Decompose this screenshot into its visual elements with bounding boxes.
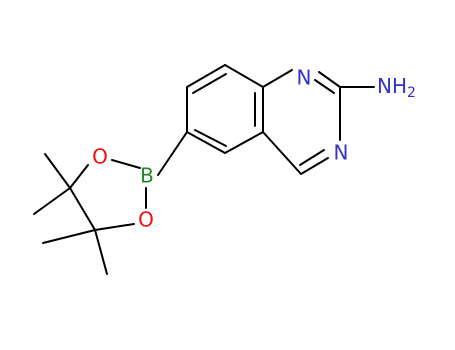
atom-o-bottom: O (138, 208, 154, 232)
bond-methyl-1 (44, 153, 71, 189)
benzene-ring (186, 64, 264, 154)
bond-n3-c4 (300, 157, 329, 175)
bond-o-bottom-c (94, 223, 135, 231)
atom-boron: B (140, 164, 154, 188)
atom-o-top: O (92, 145, 108, 169)
bond-c4-c4a (262, 131, 302, 175)
atom-n1: N (297, 66, 312, 90)
pyrimidine-ring (262, 69, 341, 175)
bond-c8-c7 (186, 64, 226, 88)
bond-b-o-top (111, 159, 141, 169)
bond-methyl-4 (94, 229, 108, 275)
bond-c6-b (157, 131, 188, 176)
atom-n3: N (334, 141, 349, 165)
bond-o-top-c (69, 164, 89, 189)
bond-c8a-n1 (262, 69, 293, 88)
bond-n1-c2-double (314, 79, 335, 94)
atom-nh2: NH2 (377, 74, 416, 102)
bond-c-c-pinacol (69, 187, 96, 231)
bond-c5-c4a (224, 131, 264, 154)
bond-c8-c7-double (192, 73, 227, 94)
boronate-ester (33, 131, 188, 275)
atom-nh2-subscript: 2 (407, 85, 416, 101)
bond-c6-c5 (186, 131, 226, 154)
atom-nh2-main: NH (377, 74, 407, 98)
bond-c6-c5-double (194, 129, 227, 147)
bond-n1-c2 (318, 71, 341, 88)
bond-methyl-3 (42, 229, 96, 244)
bond-n3-c4-double (299, 149, 325, 166)
bond-c8a-c8 (224, 64, 264, 88)
bond-methyl-2 (33, 187, 71, 215)
